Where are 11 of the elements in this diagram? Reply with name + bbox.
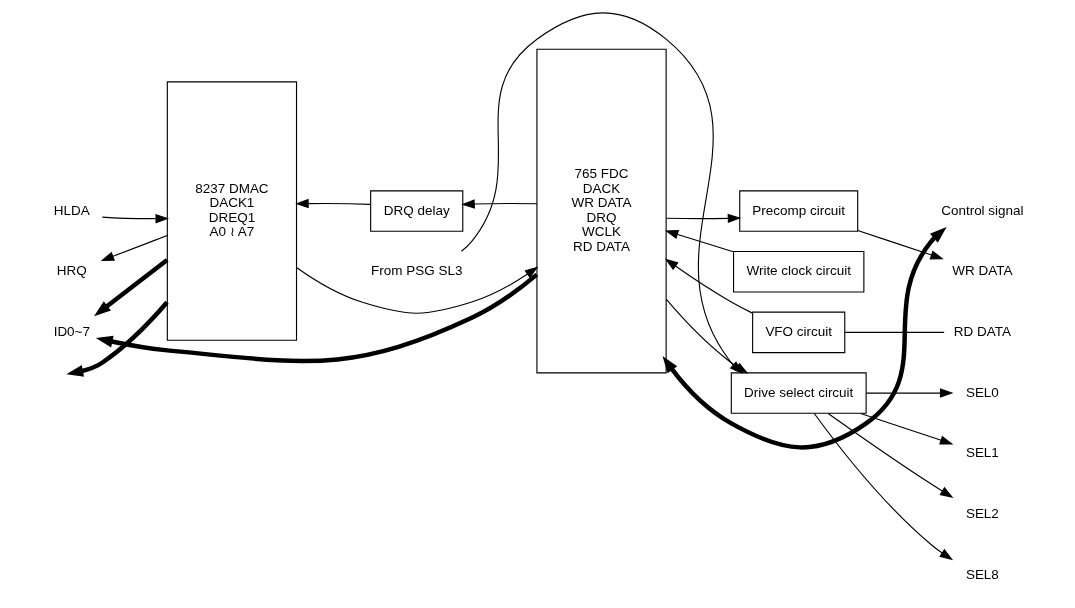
node-text: RD DATA: [953, 323, 1011, 339]
node-text: Control signal: [941, 202, 1024, 218]
node-text: WR DATA: [952, 263, 1013, 279]
node-text: SEL8: [965, 566, 999, 582]
node-text: HLDA: [53, 202, 90, 218]
node-text: SEL0: [965, 384, 999, 400]
node-text: ID0~7: [53, 323, 90, 339]
node-text: From PSG SL3: [371, 263, 463, 279]
node-text: HRQ: [56, 263, 87, 279]
node-text: SEL2: [965, 505, 999, 521]
node-text: SEL1: [965, 445, 999, 461]
